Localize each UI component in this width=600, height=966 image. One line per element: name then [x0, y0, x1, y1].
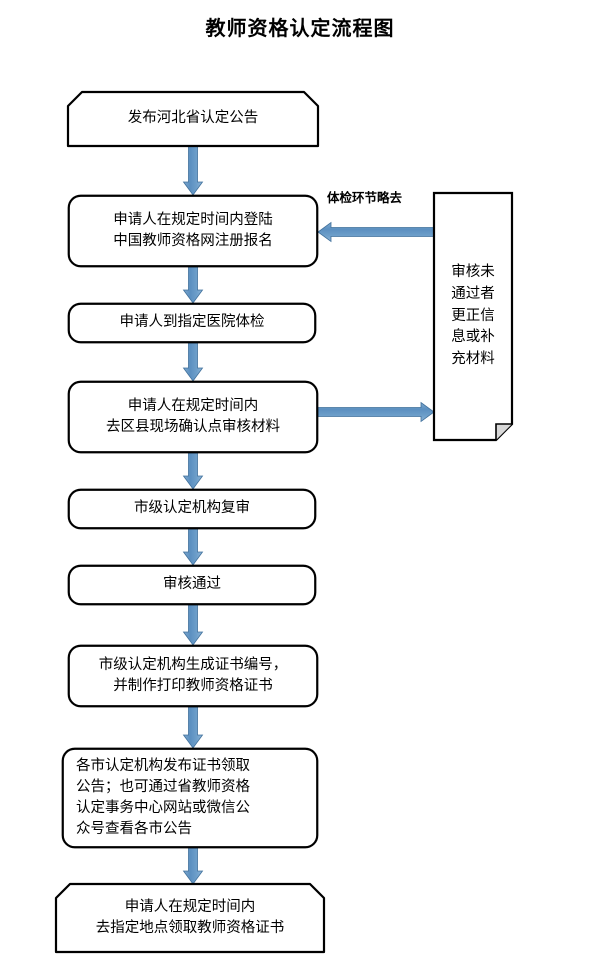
node-onsite-verification [67, 380, 319, 454]
node-outline [67, 488, 317, 530]
node-collection-announcement [61, 747, 319, 849]
edge-n1-n2 [182, 145, 204, 196]
edge-layer [182, 145, 435, 885]
edge-label-skip-medical: 体检环节略去 [327, 191, 403, 205]
node-outline [66, 90, 320, 148]
edge-n2-n3 [182, 266, 204, 304]
node-outline [67, 380, 319, 454]
node-generate-certificate [67, 644, 319, 708]
node-rejected-correction [432, 191, 514, 442]
edge-n6-n7 [182, 604, 204, 646]
node-register-online [67, 194, 319, 268]
node-outline [432, 191, 514, 442]
node-outline [61, 747, 319, 849]
edge-n4-n5 [182, 452, 204, 490]
node-medical-exam [67, 302, 317, 344]
page-fold-corner [495, 423, 512, 440]
node-outline [67, 644, 319, 708]
node-outline [54, 882, 326, 954]
node-city-review [67, 488, 317, 530]
node-publish-announcement [66, 90, 320, 148]
edge-n3-n4 [182, 342, 204, 382]
edge-n7-n8 [182, 706, 204, 749]
edge-n8-n9 [182, 847, 204, 885]
node-review-passed [67, 564, 317, 606]
node-layer [54, 90, 514, 954]
node-collect-certificate [54, 882, 326, 954]
edge-r1-n2 [317, 221, 435, 243]
page-title: 教师资格认定流程图 [205, 18, 395, 40]
node-outline [67, 194, 319, 268]
edge-n4-r1 [317, 401, 435, 423]
node-outline [67, 302, 317, 344]
node-outline [67, 564, 317, 606]
edge-n5-n6 [182, 528, 204, 566]
